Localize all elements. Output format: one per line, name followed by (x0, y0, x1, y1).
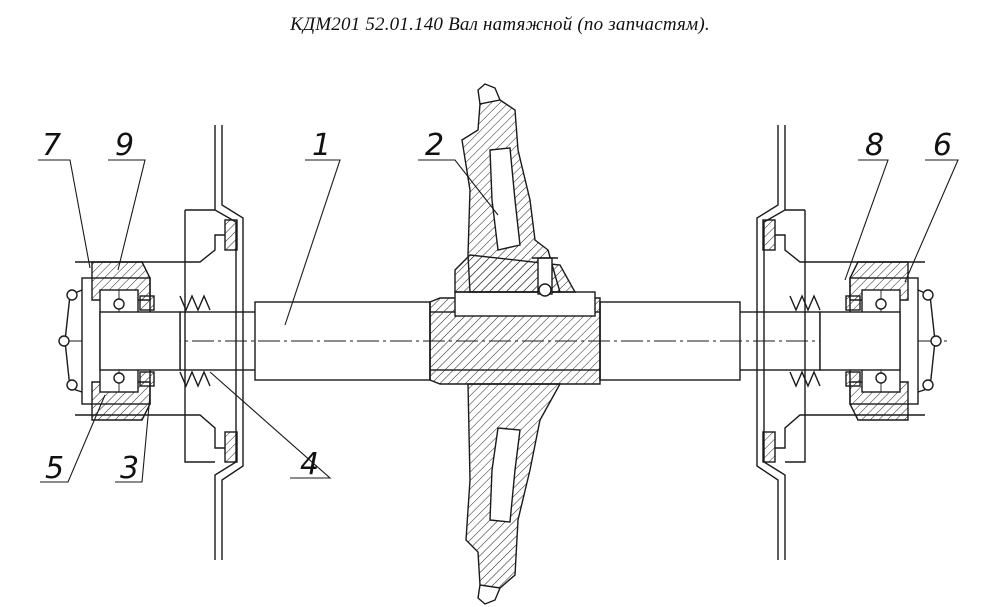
label-7: 7 (42, 128, 61, 163)
left-frame (75, 125, 244, 560)
label-8: 8 (865, 128, 884, 163)
leader-lines (38, 159, 959, 483)
right-bearing-housing (789, 261, 942, 421)
label-1: 1 (312, 128, 331, 163)
right-frame (756, 125, 925, 560)
label-9: 9 (115, 128, 134, 163)
label-3: 3 (120, 451, 139, 486)
label-6: 6 (933, 128, 952, 163)
left-bearing-housing (58, 261, 211, 421)
label-4: 4 (300, 447, 319, 482)
drawing-title: КДМ201 52.01.140 Вал натяжной (по запчас… (290, 14, 710, 35)
label-5: 5 (45, 451, 64, 486)
label-2: 2 (425, 128, 444, 163)
sprocket (429, 83, 601, 605)
